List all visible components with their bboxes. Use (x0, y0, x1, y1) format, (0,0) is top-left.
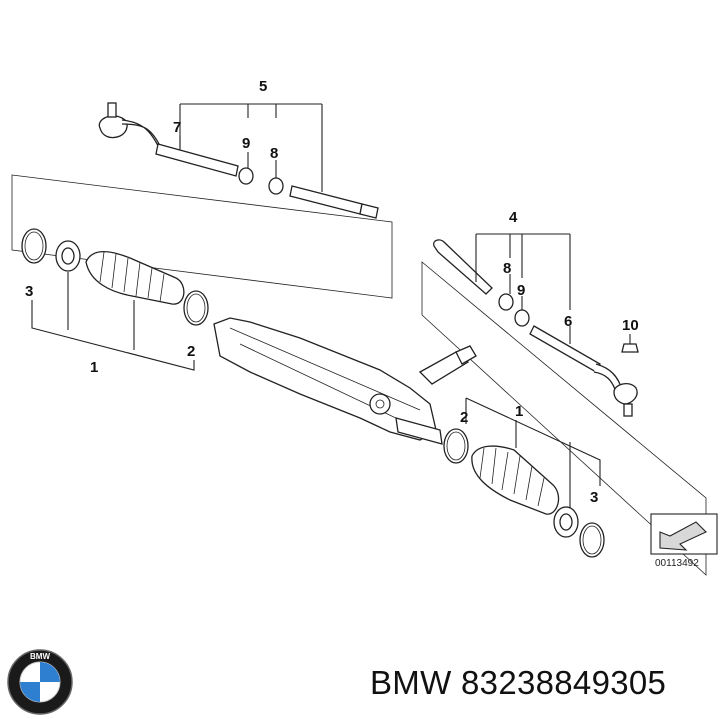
callout-1-lower (465, 397, 601, 508)
label-9-top: 9 (242, 135, 250, 152)
label-2-left: 2 (187, 343, 195, 360)
right-group-frame (421, 261, 707, 576)
boot-left (85, 251, 185, 305)
label-1-lower: 1 (515, 403, 523, 420)
inner-tie-rod-right (433, 239, 493, 295)
part-number-caption: BMW 83238849305 (370, 664, 667, 701)
callout-1-left (31, 272, 195, 371)
jam-nut-right (514, 309, 530, 327)
orientation-box (650, 513, 718, 555)
label-2-lower: 2 (460, 409, 468, 426)
nut-right (498, 293, 514, 311)
label-8-top: 8 (270, 145, 278, 162)
callout-4 (475, 233, 571, 310)
label-9-right: 9 (517, 282, 525, 299)
lock-nut-10 (621, 343, 639, 353)
clamp-ring-left (21, 228, 47, 264)
label-6: 6 (564, 313, 572, 330)
left-group-frame (11, 174, 393, 299)
diagram-code: 00113492 (655, 558, 699, 569)
callout-5 (179, 103, 323, 192)
label-7: 7 (173, 119, 181, 136)
label-10: 10 (622, 317, 639, 334)
label-8-right: 8 (503, 260, 511, 277)
label-3-lower: 3 (590, 489, 598, 506)
nut-top (268, 177, 284, 195)
clamp-ring-lower (443, 428, 469, 464)
jam-nut-top (238, 167, 254, 185)
steering-rack-housing (213, 317, 477, 445)
label-1-left: 1 (90, 359, 98, 376)
label-3-left: 3 (25, 283, 33, 300)
inner-tie-rod-top (289, 185, 379, 219)
tie-rod-end-right (529, 325, 638, 417)
bmw-logo-text: BMW (30, 652, 50, 661)
tie-rod-end-top (98, 102, 239, 177)
bmw-logo: BMW (7, 649, 73, 715)
label-4: 4 (509, 209, 518, 226)
clamp-ring-lower-2 (579, 522, 605, 558)
bushing-left (55, 240, 81, 272)
bushing-lower (553, 506, 579, 538)
label-5: 5 (259, 78, 267, 95)
clamp-ring-left-2 (183, 290, 209, 326)
boot-lower (471, 445, 560, 515)
